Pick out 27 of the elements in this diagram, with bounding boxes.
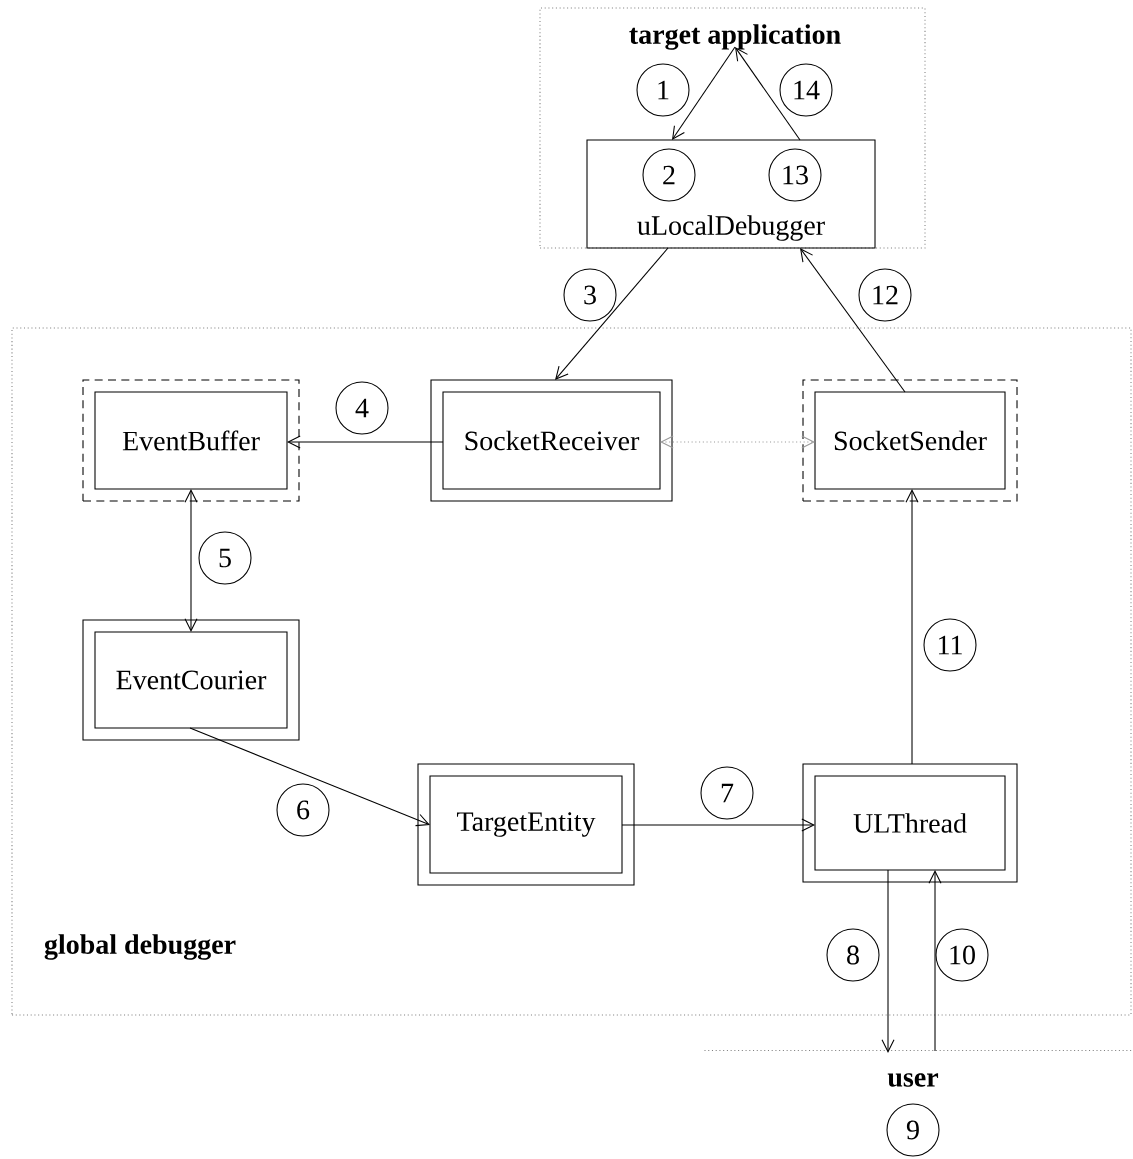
outer-frame: [82, 619, 300, 741]
arrow: [735, 47, 801, 141]
arrow: [800, 248, 906, 393]
outer-frame: [417, 763, 635, 886]
region-heading: user: [887, 1073, 939, 1087]
arrow: [555, 247, 669, 380]
arrow: [287, 435, 444, 449]
process-box: SocketReceiver: [442, 391, 661, 490]
arrow: [672, 46, 736, 140]
arrow: [189, 727, 430, 827]
process-box: ULThread: [814, 775, 1006, 871]
process-box: SocketSender: [814, 391, 1006, 490]
process-box: EventCourier: [94, 631, 288, 729]
outer-frame: [430, 379, 673, 502]
dotted-arrow: [660, 435, 815, 449]
region-heading: target application: [629, 24, 841, 50]
arrow: [881, 869, 895, 1053]
arrow: [621, 818, 815, 832]
process-box: TargetEntity: [429, 775, 623, 874]
outer-frame: [82, 379, 300, 502]
outer-frame: [802, 379, 1018, 502]
process-box: EventBuffer: [94, 391, 288, 490]
arrow: [905, 489, 919, 765]
arrow: [184, 489, 198, 632]
region-heading: global debugger: [44, 934, 236, 960]
outer-frame: [802, 763, 1018, 883]
arrow: [928, 870, 942, 1052]
